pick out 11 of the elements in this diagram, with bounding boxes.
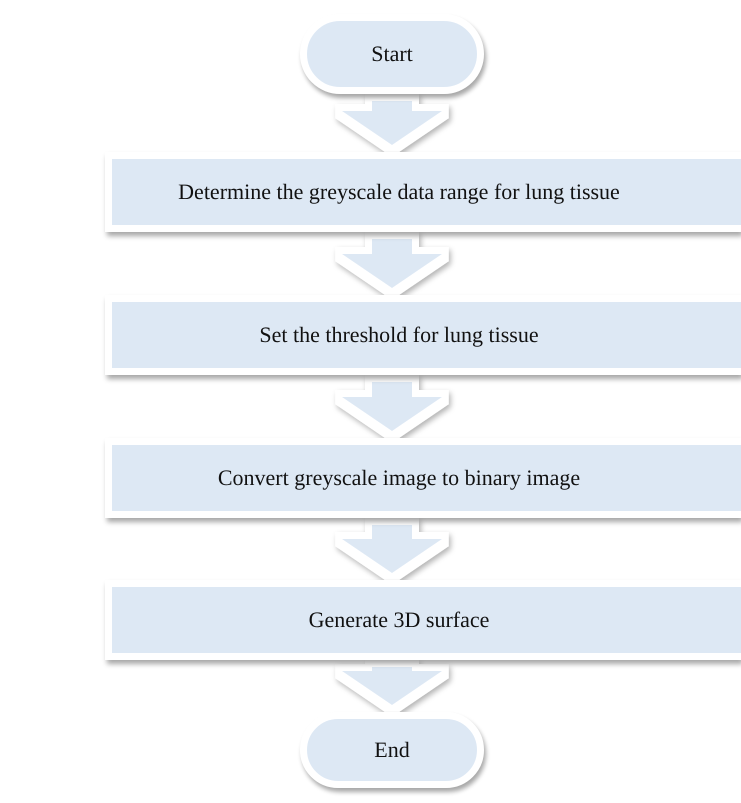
step-text: Start (371, 41, 413, 67)
block-arrow (342, 101, 442, 145)
step-text: Generate 3D surface (308, 607, 490, 633)
block-arrow (342, 525, 442, 573)
step-text: Convert greyscale image to binary image (218, 465, 580, 491)
step-text: Determine the greyscale data range for lung tissue (178, 179, 620, 205)
block-arrow (342, 239, 442, 288)
block-arrow (342, 382, 442, 431)
step-text: Set the threshold for lung tissue (259, 322, 539, 348)
step-text: End (374, 737, 410, 763)
block-arrow (342, 667, 442, 705)
